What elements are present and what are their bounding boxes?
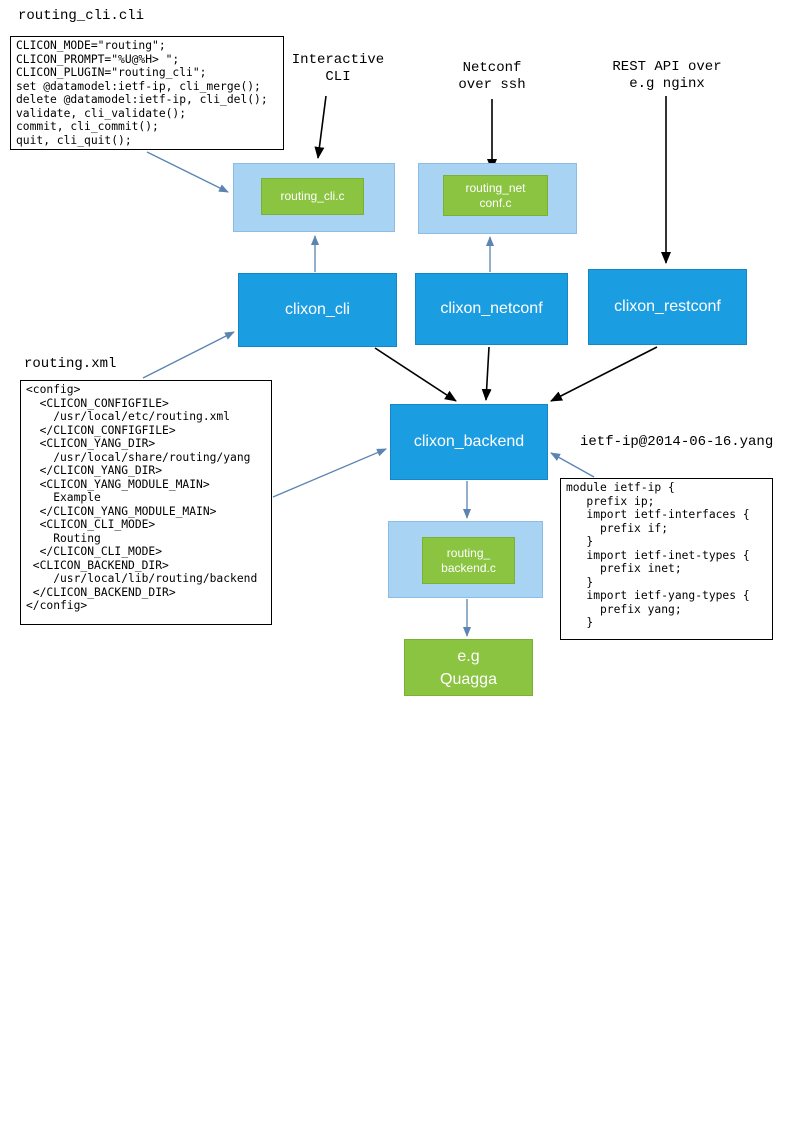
routing-netconf-plugin-node: routing_net conf.c bbox=[443, 175, 548, 216]
netconf-plugin-container: routing_net conf.c bbox=[418, 163, 577, 234]
netconf-over-ssh-label: Netconf over ssh bbox=[458, 60, 526, 93]
yang-module-code: module ietf-ip { prefix ip; import ietf-… bbox=[560, 478, 773, 640]
clixon-backend-node: clixon_backend bbox=[390, 404, 548, 480]
xml-config-code: <config> <CLICON_CONFIGFILE> /usr/local/… bbox=[20, 380, 272, 625]
arrow-netconf-to-backend bbox=[481, 346, 492, 401]
arrow-cli-to-backend bbox=[374, 347, 457, 402]
cli-spec-code: CLICON_MODE="routing"; CLICON_PROMPT="%U… bbox=[10, 36, 284, 150]
clixon-netconf-node: clixon_netconf bbox=[415, 273, 568, 345]
rest-api-label: REST API over e.g nginx bbox=[612, 59, 722, 92]
arrow-interactive-cli-to-cli-plugin bbox=[314, 95, 327, 159]
arrow-yang-to-backend bbox=[550, 452, 595, 478]
arrow-clispec-to-cli-plugin-box bbox=[146, 151, 229, 193]
routing-cli-file-label: routing_cli.cli bbox=[18, 8, 145, 24]
clixon-cli-node: clixon_cli bbox=[238, 273, 397, 347]
yang-file-label: ietf-ip@2014-06-16.yang bbox=[580, 434, 774, 450]
clixon-restconf-node: clixon_restconf bbox=[588, 269, 747, 345]
quagga-node: e.g Quagga bbox=[404, 639, 533, 696]
interactive-cli-label: Interactive CLI bbox=[291, 52, 385, 85]
routing-backend-plugin-node: routing_ backend.c bbox=[422, 537, 515, 584]
cli-plugin-container: routing_cli.c bbox=[233, 163, 395, 232]
backend-plugin-container: routing_ backend.c bbox=[388, 521, 543, 598]
arrow-restconf-to-backend bbox=[550, 346, 658, 402]
arrow-xml-to-backend bbox=[272, 448, 387, 498]
routing-cli-plugin-node: routing_cli.c bbox=[261, 178, 364, 215]
routing-xml-file-label: routing.xml bbox=[24, 356, 117, 372]
arrow-xml-to-clixon-cli bbox=[142, 331, 235, 379]
